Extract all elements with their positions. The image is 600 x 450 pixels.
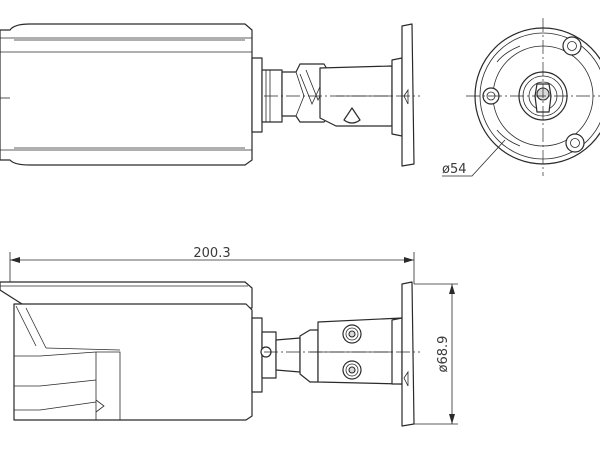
front-view: ø54 <box>442 18 600 177</box>
top-view <box>0 23 420 167</box>
overall-length-label: 200.3 <box>193 246 230 261</box>
mount-diameter-label: ø68.9 <box>436 336 451 373</box>
base-diameter-label: ø54 <box>442 162 467 177</box>
side-view: 200.3 <box>0 246 458 427</box>
